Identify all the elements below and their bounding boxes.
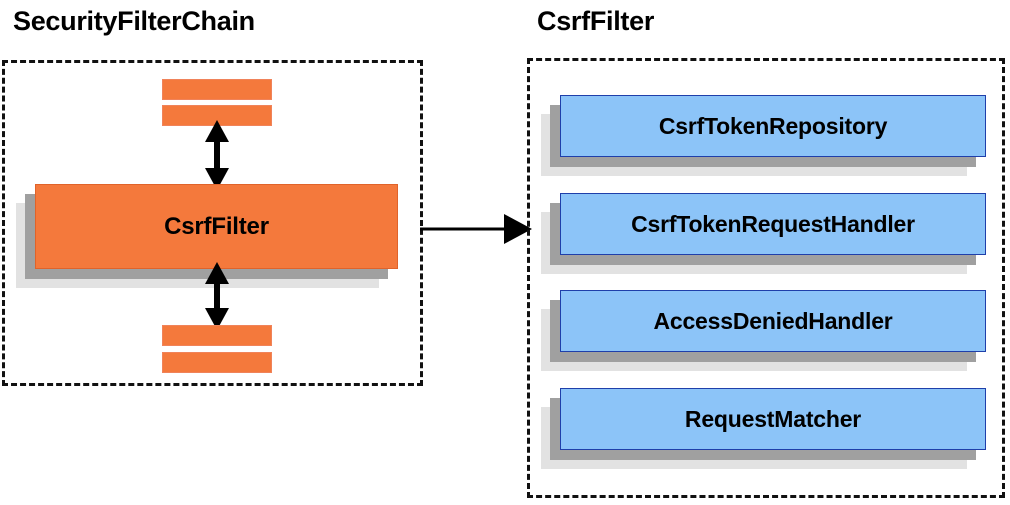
node-label: AccessDeniedHandler — [653, 307, 893, 334]
node-access-denied-handler[interactable]: AccessDeniedHandler — [541, 290, 986, 371]
node-face: RequestMatcher — [560, 388, 986, 450]
filter-stub-bar — [162, 325, 272, 346]
node-label: CsrfTokenRepository — [658, 112, 888, 139]
node-label: RequestMatcher — [684, 405, 862, 432]
node-csrf-token-repository[interactable]: CsrfTokenRepository — [541, 95, 986, 176]
node-face: CsrfTokenRequestHandler — [560, 193, 986, 255]
filter-stub-bar — [162, 352, 272, 373]
node-label: CsrfTokenRequestHandler — [631, 210, 915, 237]
node-csrf-filter[interactable]: CsrfFilter — [16, 184, 398, 288]
node-label: CsrfFilter — [164, 212, 269, 240]
expand-arrow-right — [420, 214, 532, 244]
node-face: CsrfTokenRepository — [560, 95, 986, 157]
node-csrf-token-request-handler[interactable]: CsrfTokenRequestHandler — [541, 193, 986, 274]
panel-title-csrf-filter: CsrfFilter — [537, 6, 655, 36]
node-face: AccessDeniedHandler — [560, 290, 986, 352]
filter-stub-bar — [162, 105, 272, 126]
panel-title-security-filter-chain: SecurityFilterChain — [13, 6, 255, 36]
node-request-matcher[interactable]: RequestMatcher — [541, 388, 986, 469]
panel-security-filter-chain — [2, 60, 423, 386]
filter-stub-bar — [162, 79, 272, 100]
panel-csrf-filter-detail — [527, 58, 1005, 498]
node-face: CsrfFilter — [35, 184, 398, 269]
